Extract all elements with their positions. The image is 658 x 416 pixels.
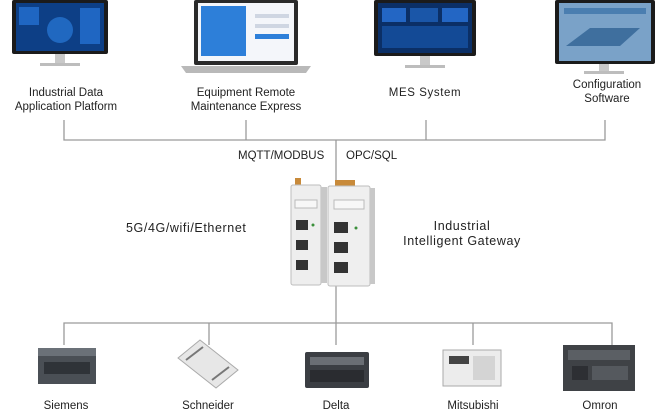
monitor-dashboard-icon bbox=[12, 0, 108, 66]
bottom-bus-line bbox=[63, 322, 613, 345]
plc-icon bbox=[177, 339, 239, 389]
protocol-label-mqtt: MQTT/MODBUS bbox=[238, 150, 325, 162]
device-label-omron: Omron bbox=[582, 400, 618, 412]
system-label-remote-maintenance: Equipment Remote Maintenance Express bbox=[190, 87, 302, 113]
plc-icon bbox=[38, 348, 96, 384]
connectivity-label: 5G/4G/wifi/Ethernet bbox=[126, 221, 247, 235]
top-bus-line bbox=[63, 120, 606, 141]
gateway-device-icon bbox=[327, 180, 375, 287]
gateway-device-icon bbox=[290, 178, 327, 286]
laptop-icon bbox=[181, 0, 311, 73]
protocol-label-opc: OPC/SQL bbox=[346, 150, 398, 162]
system-label-configuration: Configuration Software bbox=[572, 79, 642, 105]
device-label-mitsubishi: Mitsubishi bbox=[447, 400, 499, 412]
monitor-scada-icon bbox=[555, 0, 655, 74]
device-label-siemens: Siemens bbox=[43, 400, 89, 412]
system-label-mes: MES System bbox=[388, 87, 462, 99]
plc-icon bbox=[305, 352, 369, 388]
plc-icon bbox=[563, 345, 635, 391]
system-label-industrial-data: Industrial Data Application Platform bbox=[14, 87, 118, 113]
gateway-label: Industrial Intelligent Gateway bbox=[403, 219, 521, 248]
device-label-delta: Delta bbox=[322, 400, 350, 412]
device-label-schneider: Schneider bbox=[182, 400, 234, 412]
plc-icon bbox=[442, 349, 502, 387]
connection-lines bbox=[63, 120, 613, 345]
monitor-dashboard-icon bbox=[374, 0, 476, 68]
